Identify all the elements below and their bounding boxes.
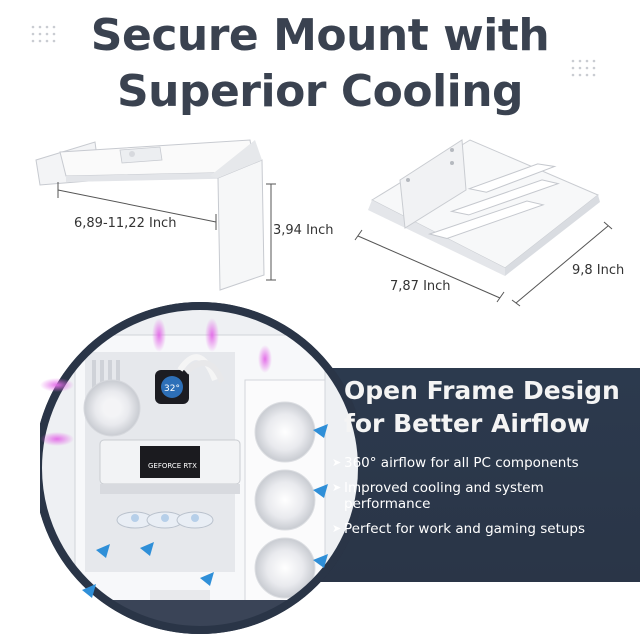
shelf-illustration	[368, 139, 600, 276]
feature-bullet-list: ➤ 360° airflow for all PC components ➤ I…	[332, 455, 632, 546]
bullet-arrow-icon: ➤	[332, 522, 342, 535]
feature-bullet-text: 360° airflow for all PC components	[344, 455, 579, 471]
dimension-diagram	[35, 139, 613, 307]
feature-bullet-text: Perfect for work and gaming setups	[344, 521, 586, 537]
feature-title-line-2: for Better Airflow	[344, 409, 591, 438]
shelf-width-label: 7,87 Inch	[390, 279, 451, 294]
gpu-label-text: GEFORCE RTX	[148, 462, 197, 470]
shelf-dimension-lines	[354, 221, 613, 307]
bracket-height-label: 3,94 Inch	[273, 223, 334, 238]
decor-dot-grid-right	[571, 59, 596, 77]
decor-dot-grid-left	[31, 25, 56, 43]
feature-bullet: ➤ 360° airflow for all PC components	[332, 455, 632, 471]
feature-bullet: ➤ Perfect for work and gaming setups	[332, 521, 632, 537]
pc-case-photo: 32° GEFORCE RTX	[40, 302, 360, 634]
feature-bullet: ➤ Improved cooling and system performanc…	[332, 480, 632, 512]
bracket-width-label: 6,89-11,22 Inch	[74, 216, 177, 231]
bracket-illustration	[35, 139, 265, 291]
headline-line-2: Superior Cooling	[116, 66, 524, 117]
feature-panel-title: Open Frame Design for Better Airflow	[344, 374, 634, 440]
feature-title-line-1: Open Frame Design	[344, 376, 620, 405]
page-headline: Secure Mount with Superior Cooling	[0, 8, 640, 120]
feature-bullet-text: Improved cooling and system performance	[344, 480, 544, 512]
airflow-arrows	[82, 424, 328, 598]
cooler-display-text: 32°	[164, 384, 180, 394]
shelf-depth-label: 9,8 Inch	[572, 263, 625, 278]
headline-line-1: Secure Mount with	[90, 10, 550, 61]
bullet-arrow-icon: ➤	[332, 456, 342, 469]
bullet-arrow-icon: ➤	[332, 481, 342, 494]
bracket-dimension-lines	[57, 182, 276, 281]
